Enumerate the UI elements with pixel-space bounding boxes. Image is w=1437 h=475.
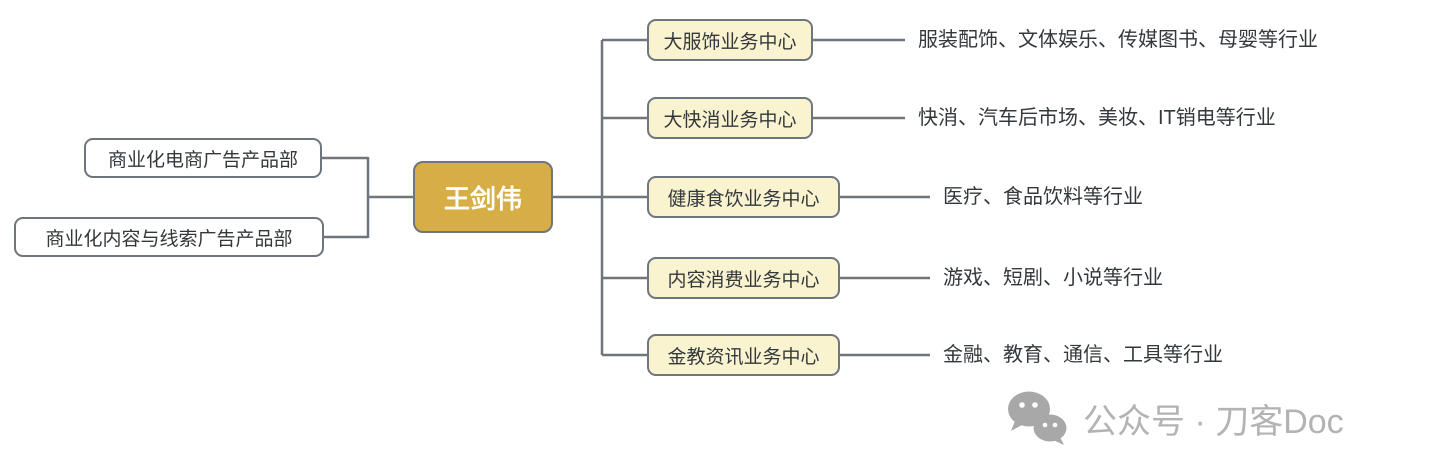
- branch-node-content-consumption: 内容消费业务中心: [647, 257, 840, 299]
- root-node-person: 王剑伟: [413, 161, 553, 233]
- watermark: 公众号 · 刀客Doc: [1005, 390, 1344, 446]
- branch-node-finance-education: 金教资讯业务中心: [647, 334, 840, 376]
- branch-node-fmcg: 大快消业务中心: [647, 97, 813, 139]
- left-node-ecommerce-ad-product-dept: 商业化电商广告产品部: [84, 138, 322, 178]
- branch-node-apparel: 大服饰业务中心: [647, 19, 813, 61]
- industry-label-apparel: 服装配饰、文体娱乐、传媒图书、母婴等行业: [918, 29, 1318, 51]
- branch-node-health-food: 健康食饮业务中心: [647, 176, 840, 218]
- left-node-content-leads-ad-product-dept: 商业化内容与线索广告产品部: [14, 217, 324, 257]
- watermark-label: 公众号 · 刀客Doc: [1083, 402, 1344, 441]
- industry-label-content-consumption: 游戏、短剧、小说等行业: [943, 267, 1163, 289]
- industry-label-finance-education: 金融、教育、通信、工具等行业: [943, 344, 1223, 366]
- industry-label-health-food: 医疗、食品饮料等行业: [943, 186, 1143, 208]
- wechat-icon: [1008, 391, 1067, 445]
- industry-label-fmcg: 快消、汽车后市场、美妆、IT销电等行业: [918, 107, 1276, 129]
